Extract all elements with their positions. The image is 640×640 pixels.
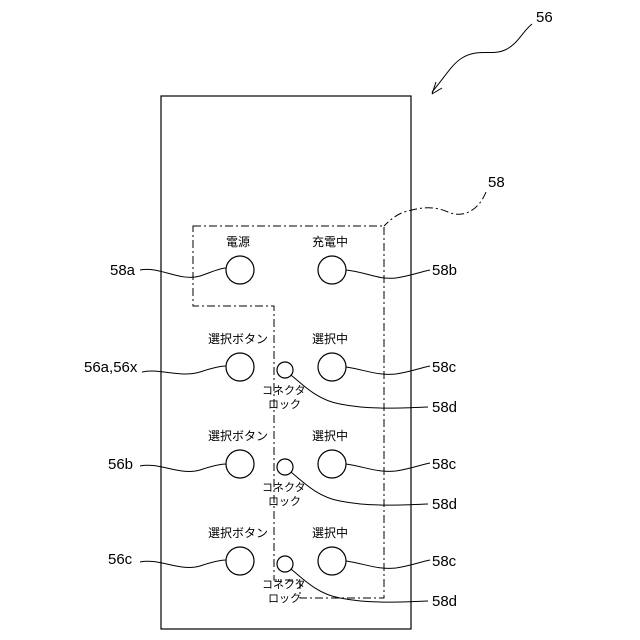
select-button-1 bbox=[226, 353, 254, 381]
label-selected-3: 選択中 bbox=[312, 525, 348, 540]
selected-led-2-leader bbox=[346, 463, 430, 471]
selected-led-3-leader bbox=[346, 560, 430, 568]
label-selected-1: 選択中 bbox=[312, 331, 348, 346]
label-charging: 充電中 bbox=[312, 234, 348, 249]
label-power: 電源 bbox=[226, 235, 250, 249]
charging-led bbox=[318, 256, 346, 284]
label-select-button-3: 選択ボタン bbox=[208, 526, 268, 540]
connector-lock-3-leader bbox=[291, 569, 428, 602]
label-connector-3-line2: ロック bbox=[268, 592, 301, 605]
ref-area: 58 bbox=[488, 174, 505, 191]
label-connector-1-line2: ロック bbox=[268, 398, 301, 411]
device-arrowhead bbox=[432, 82, 442, 94]
connector-lock-led-2 bbox=[277, 459, 293, 475]
label-connector-1-line1: コネクタ bbox=[262, 384, 306, 397]
charging-led-leader bbox=[346, 270, 430, 278]
button-b-leader bbox=[140, 464, 226, 472]
connector-lock-1-leader bbox=[291, 375, 428, 408]
ref-button-c: 56c bbox=[108, 551, 133, 568]
ref-charging-led: 58b bbox=[432, 262, 457, 279]
led-area-boundary bbox=[193, 226, 384, 598]
button-c-leader bbox=[140, 560, 226, 568]
connector-lock-led-3 bbox=[277, 556, 293, 572]
ref-selected-led-1: 58c bbox=[432, 359, 457, 376]
ref-selected-led-2: 58c bbox=[432, 456, 457, 473]
label-select-button-1: 選択ボタン bbox=[208, 332, 268, 346]
select-button-3 bbox=[226, 547, 254, 575]
power-led-leader bbox=[140, 268, 226, 277]
power-led bbox=[226, 256, 254, 284]
selected-led-3 bbox=[318, 547, 346, 575]
ref-connector-lock-2: 58d bbox=[432, 496, 457, 513]
label-connector-3-line1: コネクタ bbox=[262, 578, 306, 591]
label-selected-2: 選択中 bbox=[312, 428, 348, 443]
ref-button-b: 56b bbox=[108, 456, 133, 473]
selected-led-1 bbox=[318, 353, 346, 381]
label-connector-2-line2: ロック bbox=[268, 495, 301, 508]
selected-led-1-leader bbox=[346, 366, 430, 374]
ref-button-a: 56a,56x bbox=[84, 359, 138, 376]
ref-connector-lock-3: 58d bbox=[432, 593, 457, 610]
ref-device: 56 bbox=[536, 9, 553, 26]
ref-selected-led-3: 58c bbox=[432, 553, 457, 570]
label-select-button-2: 選択ボタン bbox=[208, 429, 268, 443]
selected-led-2 bbox=[318, 450, 346, 478]
connector-lock-led-1 bbox=[277, 362, 293, 378]
label-connector-2-line1: コネクタ bbox=[262, 481, 306, 494]
connector-lock-2-leader bbox=[291, 472, 428, 505]
device-leader bbox=[432, 24, 532, 92]
ref-power-led: 58a bbox=[110, 262, 136, 279]
area-leader bbox=[384, 192, 486, 226]
select-button-2 bbox=[226, 450, 254, 478]
button-a-leader bbox=[142, 366, 226, 374]
ref-connector-lock-1: 58d bbox=[432, 399, 457, 416]
